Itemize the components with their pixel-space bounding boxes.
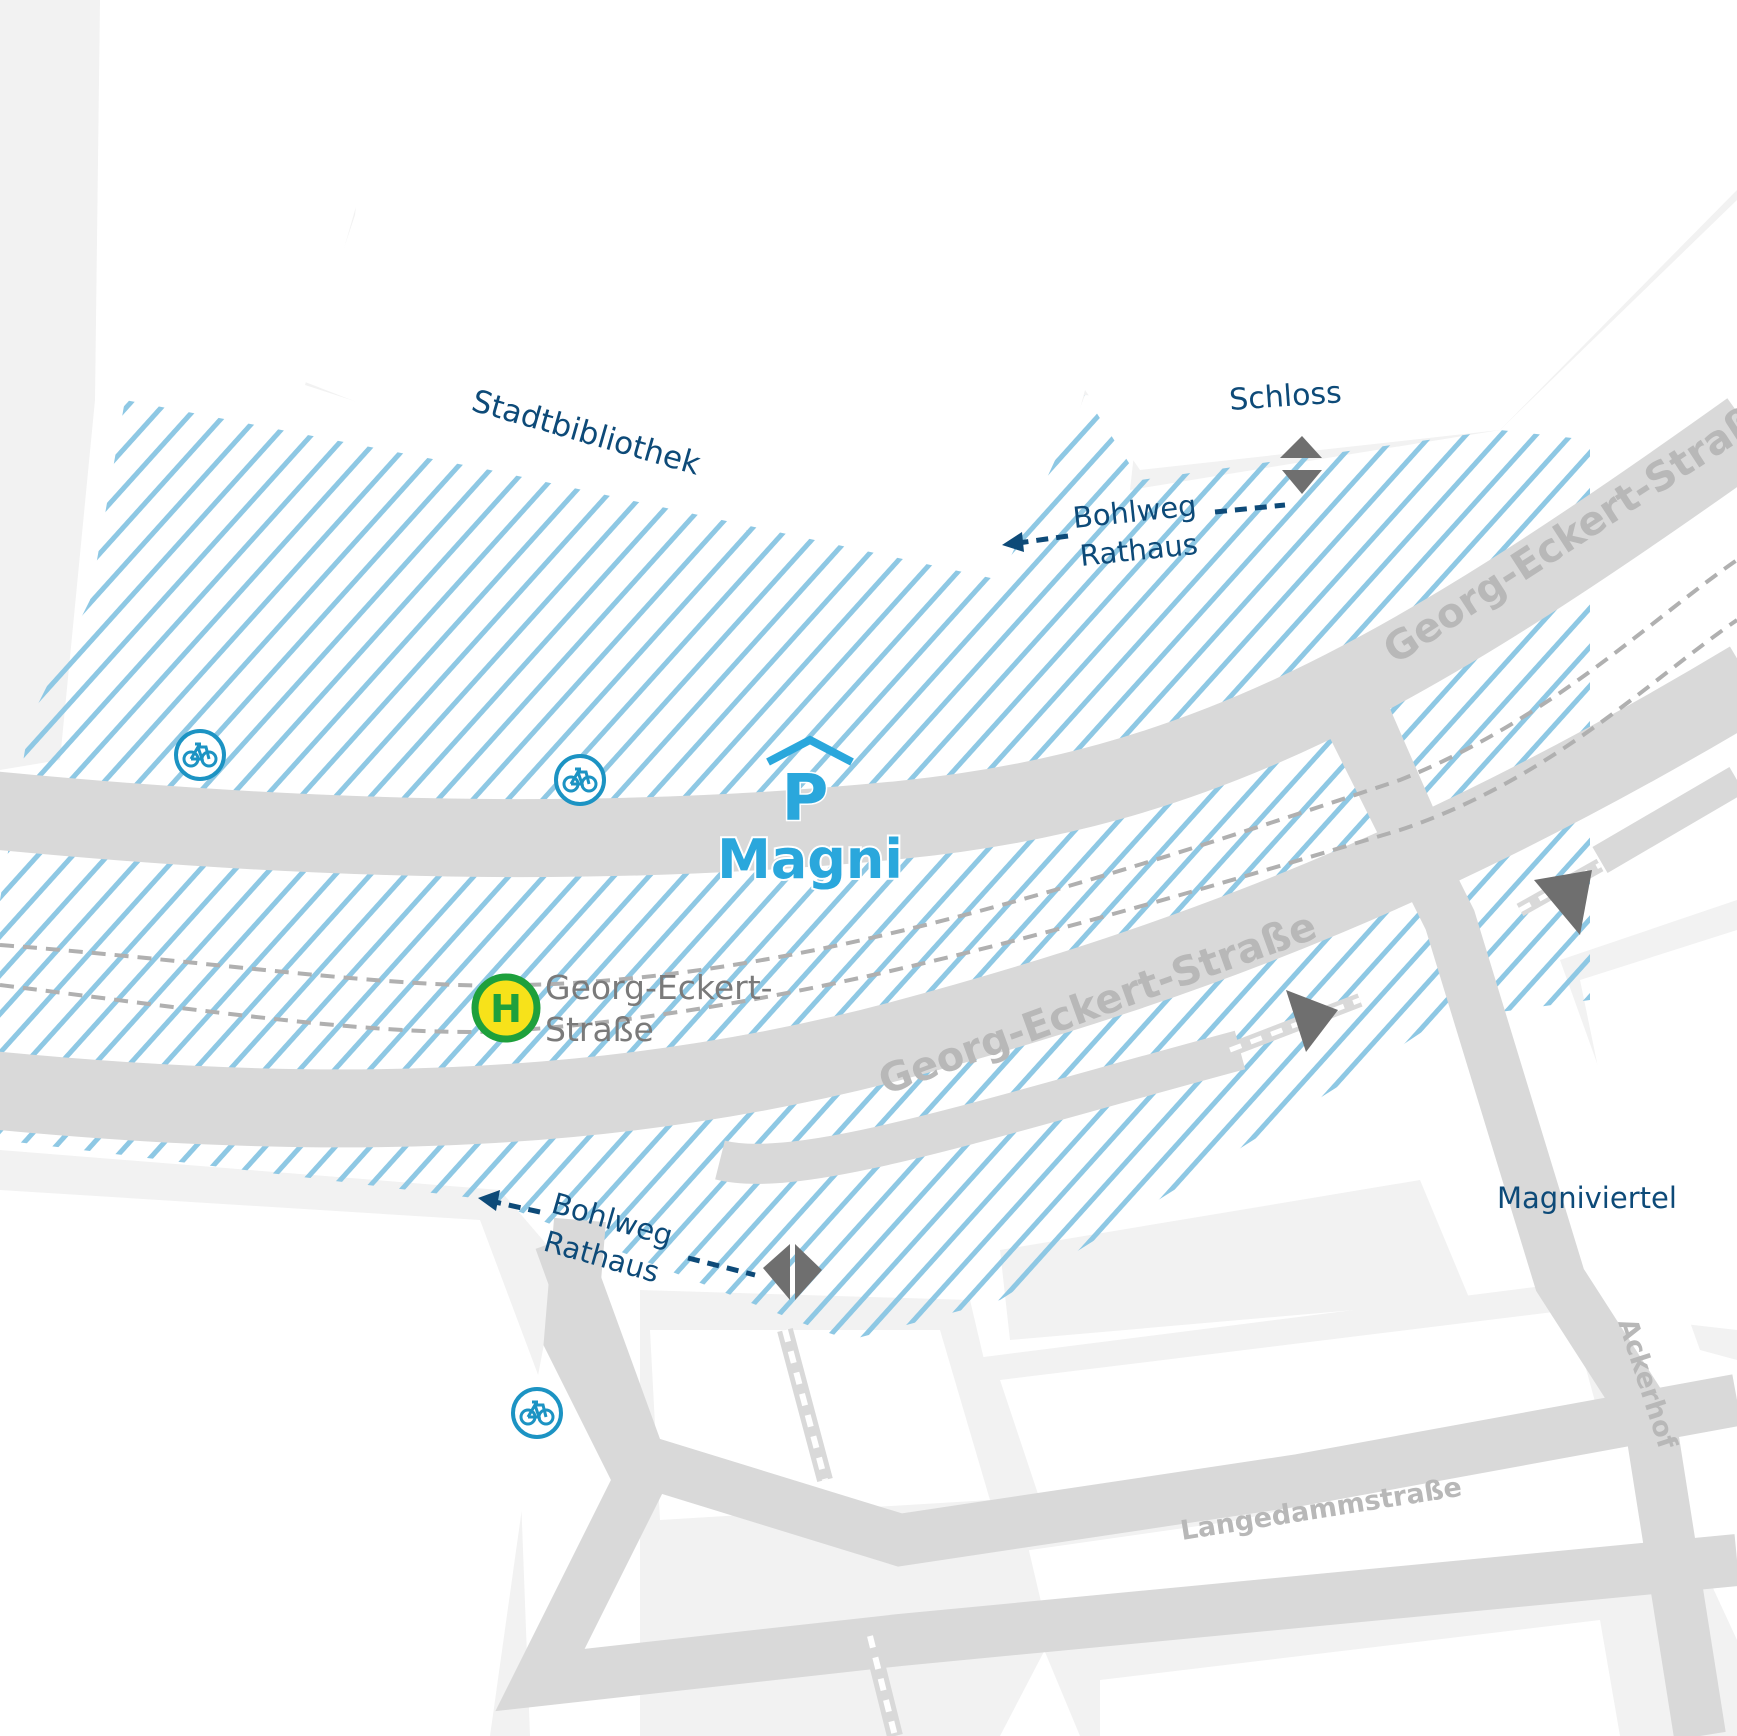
entrance-arrow-icon (795, 1244, 822, 1300)
road-connector (715, 1030, 1246, 1184)
road-east-stub (1592, 767, 1737, 873)
bicycle-parking-3 (511, 1387, 563, 1439)
entrance-arrows (763, 436, 1592, 1300)
road-north-branch (1338, 690, 1452, 870)
entrance-arrow-icon (1280, 436, 1322, 458)
bicycle-parking-1 (174, 729, 226, 781)
bicycle-icon (519, 1400, 555, 1426)
bicycle-icon (562, 767, 598, 793)
parking-symbol: P (782, 762, 829, 836)
bus-stop-name-line1: Georg-Eckert- (545, 968, 773, 1007)
footpath-bottom-dash (867, 1635, 898, 1736)
bicycle-icon (182, 742, 218, 768)
bus-stop-symbol: H (490, 987, 522, 1031)
direction-south-dash (687, 1255, 756, 1278)
bus-line-lower (0, 618, 1737, 1034)
building-bottom (1100, 1620, 1620, 1736)
bus-stop-icon (471, 973, 541, 1043)
block-west (0, 0, 100, 770)
entrance-arrow-icon (1286, 990, 1338, 1052)
footpath-south-dash (782, 1329, 828, 1481)
parking-garage-icon (766, 735, 854, 766)
bus-lines (0, 558, 1737, 1034)
building-stadtbibliothek (300, 0, 1737, 600)
bicycle-parking-2 (554, 754, 606, 806)
building-east (1580, 930, 1737, 1330)
direction-north-arrow-line (1017, 533, 1069, 546)
entrance-arrow-icon (1282, 470, 1322, 494)
entrance-arrow-icon (763, 1244, 790, 1300)
place-label-magniviertel: Magniviertel (1497, 1181, 1677, 1215)
road-southwest (495, 1217, 1737, 1712)
direction-south-arrow-head (478, 1190, 500, 1211)
parking-name: Magni (717, 828, 903, 891)
bus-stop[interactable]: H (471, 973, 541, 1043)
direction-north-dash (1214, 502, 1286, 515)
footpath-center-dash (1229, 997, 1361, 1053)
building-southwest (0, 1190, 540, 1736)
parking-garage-marker[interactable]: P Magni (715, 735, 905, 893)
direction-south-arrow-line (494, 1199, 541, 1215)
direction-north-arrow-head (1002, 532, 1024, 552)
road-georg-eckert-north (0, 398, 1737, 878)
bus-line-upper (0, 558, 1737, 988)
place-label-schloss: Schloss (1228, 375, 1343, 418)
footpaths (777, 858, 1604, 1736)
roads (0, 398, 1737, 1736)
road-georg-eckert-south (0, 646, 1737, 1148)
building-south-east (1000, 1310, 1600, 1500)
bus-stop-name-line2: Straße (545, 1010, 654, 1049)
block-center-south (1000, 1180, 1470, 1340)
entrance-arrow-icon (1534, 870, 1592, 935)
